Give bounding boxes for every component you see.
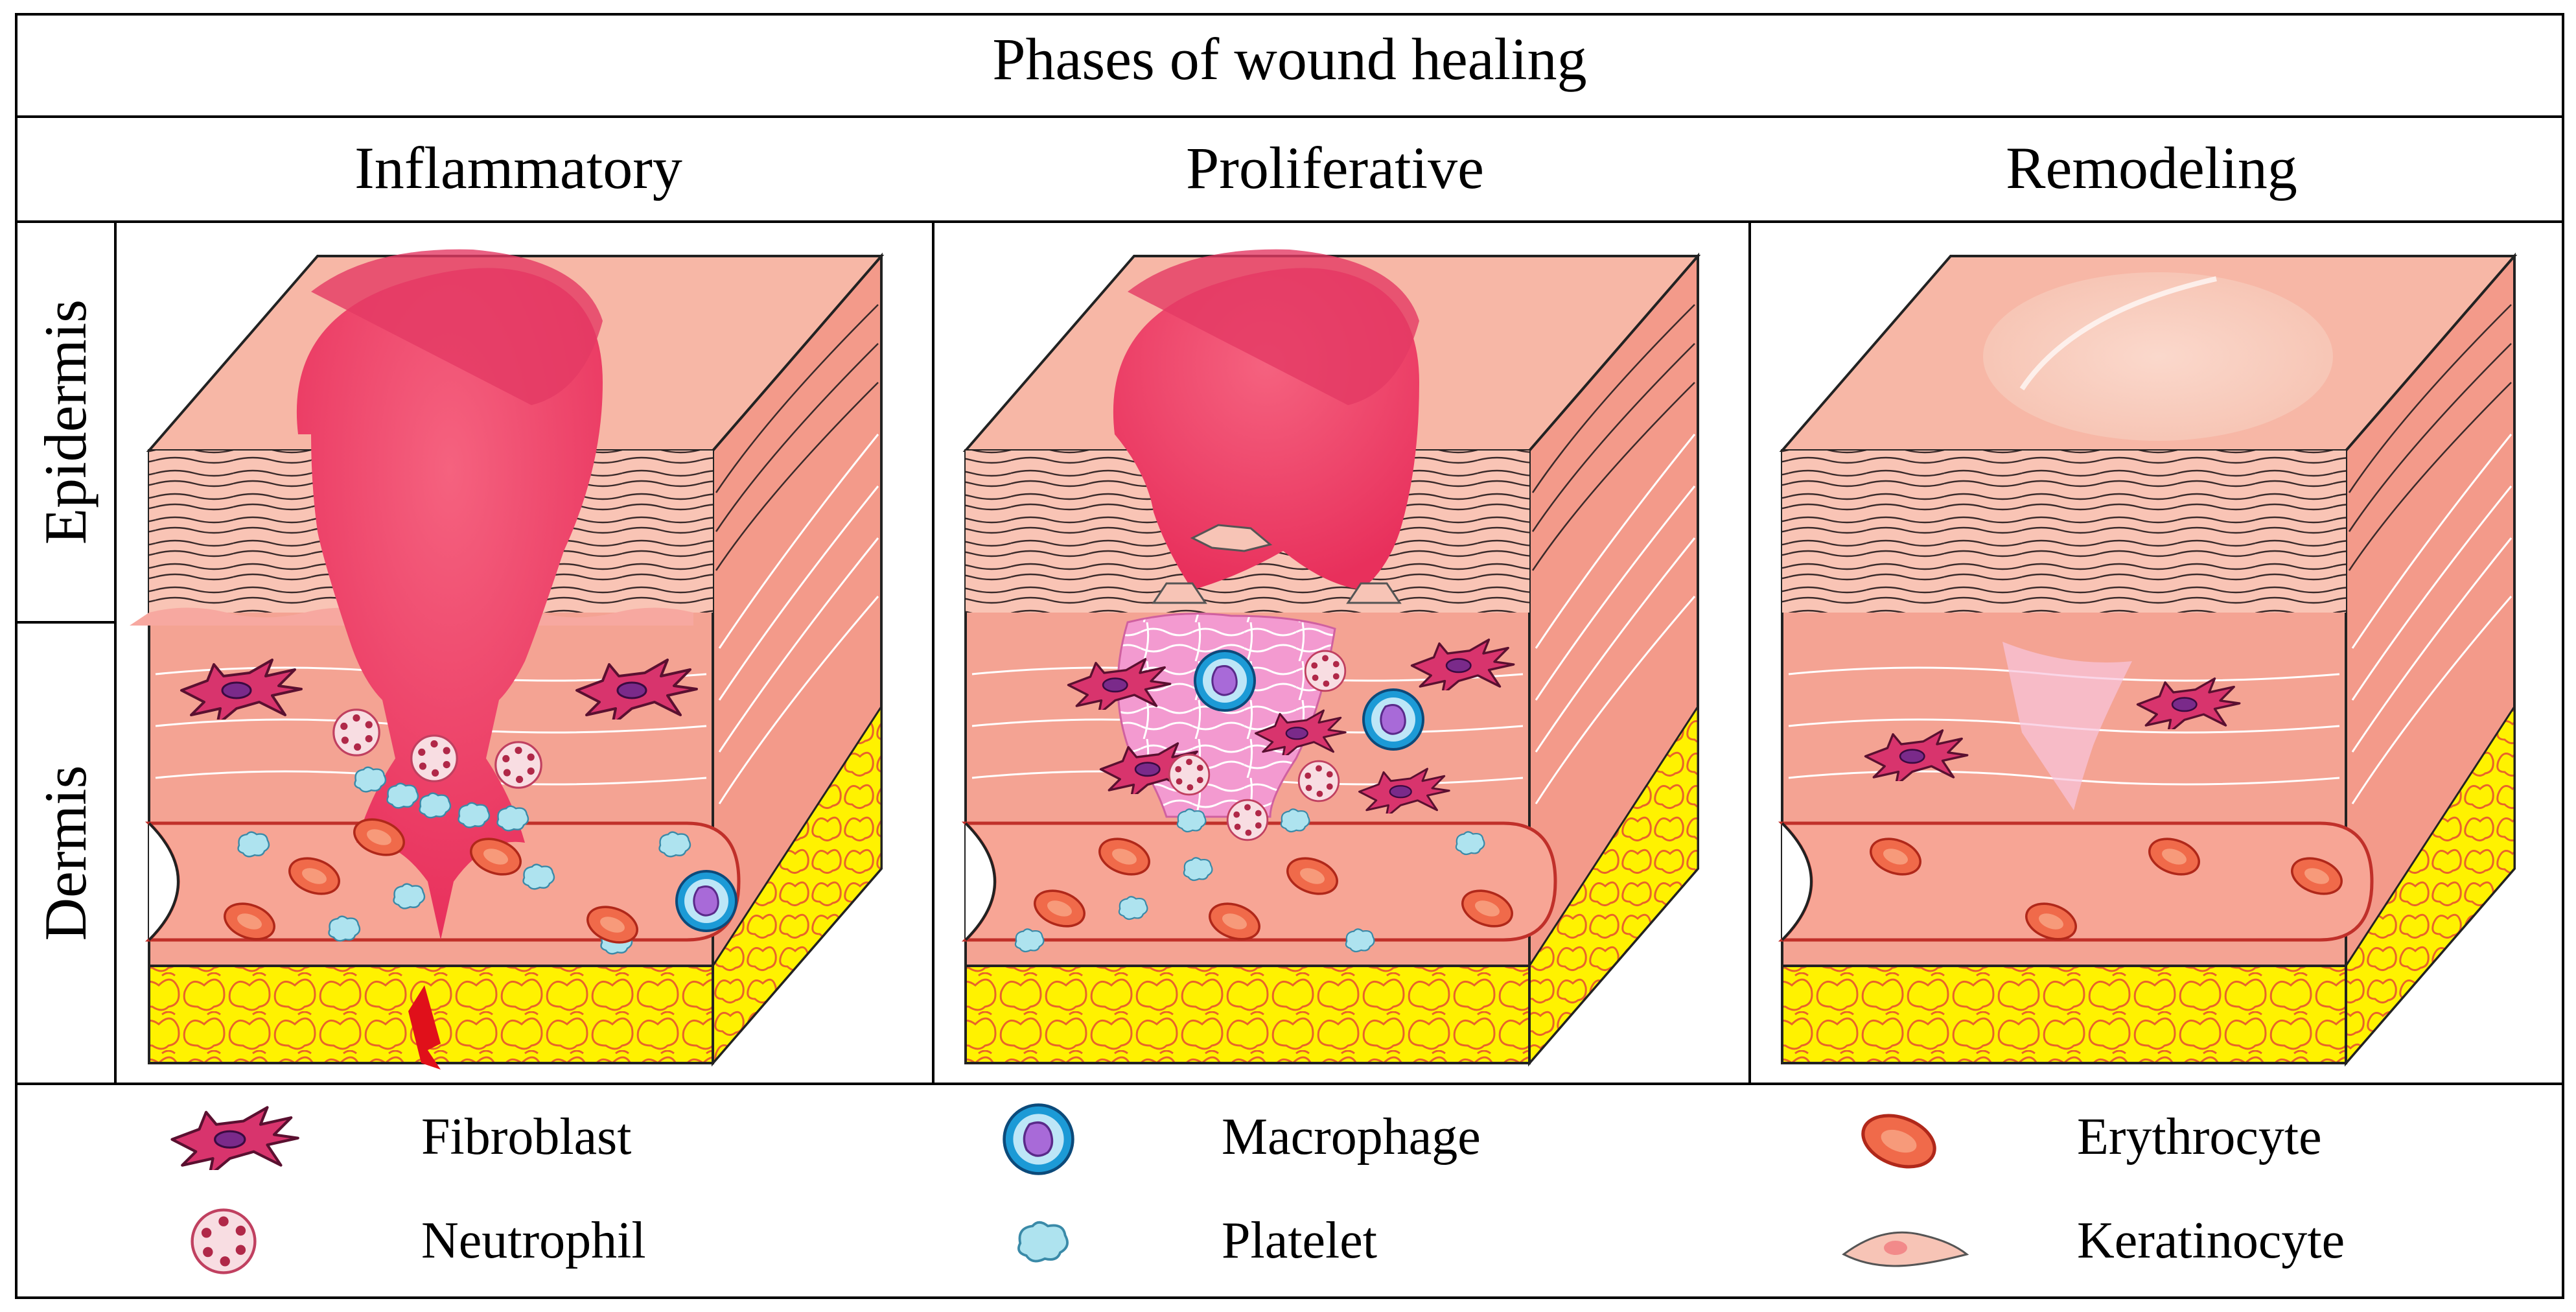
legend-label-keratinocyte: Keratinocyte [2077, 1212, 2345, 1269]
panel-proliferative [961, 249, 1701, 1067]
platelet-cell [386, 782, 419, 809]
phase-header-proliferative: Proliferative [1186, 135, 1484, 201]
macrophage-icon [1004, 1105, 1073, 1174]
panel-remodeling [1778, 252, 2518, 1067]
macrophage-cell [675, 870, 737, 932]
phase-header-inflammatory: Inflammatory [354, 135, 682, 201]
platelet-cell [354, 766, 387, 793]
platelet-icon [1017, 1221, 1069, 1263]
neutrophil-cell [410, 734, 458, 782]
legend-label-platelet: Platelet [1222, 1212, 1377, 1269]
neutrophil-icon [192, 1210, 255, 1273]
phase-header-remodeling: Remodeling [2006, 135, 2297, 201]
layer-label-dermis: Dermis [32, 766, 99, 941]
platelet-cell [393, 883, 426, 909]
platelet-cell [237, 831, 270, 858]
legend-label-fibroblast: Fibroblast [421, 1108, 631, 1166]
fibroblast-icon [172, 1107, 298, 1175]
layer-label-epidermis: Epidermis [32, 299, 99, 545]
panel-inflammatory [130, 249, 885, 1070]
platelet-cell [1345, 928, 1375, 953]
platelet-cell [1014, 928, 1045, 953]
platelet-cell [1176, 808, 1207, 833]
neutrophil-cell [1304, 650, 1347, 692]
platelet-cell [1455, 831, 1485, 856]
scar [1983, 272, 2333, 441]
platelet-cell [1280, 808, 1310, 833]
frame [15, 13, 2564, 1299]
neutrophil-cell [1297, 760, 1340, 802]
platelet-cell [419, 792, 452, 819]
wound [296, 268, 603, 940]
figure-title: Phases of wound healing [992, 26, 1586, 92]
neutrophil-cell [1226, 799, 1269, 841]
legend-label-neutrophil: Neutrophil [421, 1212, 646, 1269]
platelet-cell [496, 805, 529, 832]
macrophage-cell [1362, 688, 1424, 751]
platelet-cell [328, 915, 361, 942]
platelet-cell [458, 802, 491, 828]
neutrophil-cell [332, 709, 380, 756]
platelet-cell [1183, 857, 1213, 882]
legend-label-erythrocyte: Erythrocyte [2077, 1108, 2322, 1166]
keratinocyte-icon [1842, 1231, 1968, 1267]
platelet-cell [1118, 896, 1148, 920]
erythrocyte-icon [1856, 1107, 1942, 1177]
platelet-cell [658, 831, 691, 858]
neutrophil-cell [1168, 753, 1211, 796]
neutrophil-cell [494, 741, 542, 789]
macrophage-cell [1194, 650, 1256, 712]
legend-label-macrophage: Macrophage [1222, 1108, 1481, 1166]
legend: Fibroblast Neutrophil Macrophage Platele… [172, 1105, 2345, 1273]
platelet-cell [522, 863, 555, 890]
